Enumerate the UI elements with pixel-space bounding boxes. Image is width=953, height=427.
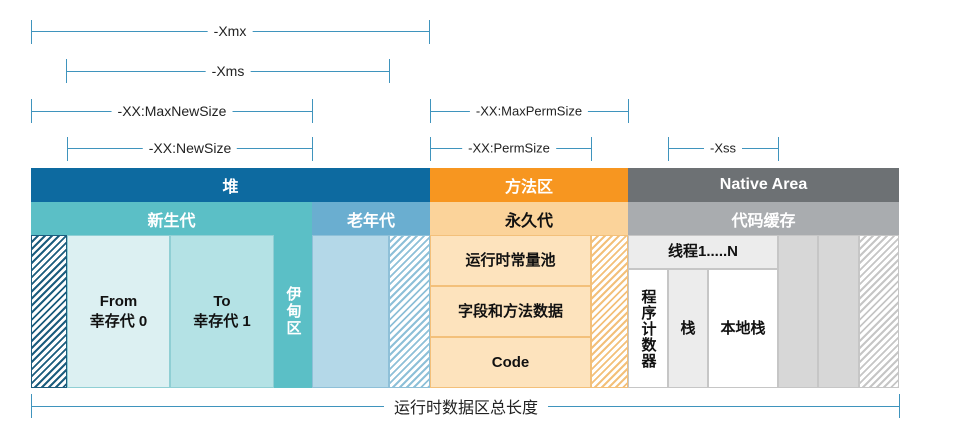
young-gen-header: 新生代 bbox=[31, 202, 312, 235]
max-new-size-tick-left bbox=[31, 99, 32, 123]
native-area-header: Native Area bbox=[628, 168, 899, 202]
old-gen-space bbox=[312, 235, 389, 388]
perm-size-tick-left bbox=[430, 137, 431, 161]
code-cache-block-2 bbox=[818, 235, 859, 388]
xms-tick-right bbox=[389, 59, 390, 83]
xms-tick-left bbox=[66, 59, 67, 83]
total-length-tick-left bbox=[31, 394, 32, 418]
old-gen-header: 老年代 bbox=[312, 202, 430, 235]
perm-gen-header: 永久代 bbox=[430, 202, 628, 235]
xmx-tick-right bbox=[429, 20, 430, 44]
total-length-tick-right bbox=[899, 394, 900, 418]
perm-size-label: -XX:PermSize bbox=[462, 140, 556, 156]
native-reserved-area bbox=[859, 235, 899, 388]
from-survivor-space: From 幸存代 0 bbox=[67, 235, 170, 388]
xms-label: -Xms bbox=[205, 63, 251, 79]
code-cache-block-1 bbox=[778, 235, 818, 388]
native-stack: 本地栈 bbox=[708, 269, 778, 388]
eden-space: 伊甸区 bbox=[274, 235, 312, 388]
new-size-label: -XX:NewSize bbox=[142, 140, 238, 156]
xss-label: -Xss bbox=[704, 140, 742, 156]
to-sublabel: 幸存代 1 bbox=[193, 312, 251, 330]
max-perm-size-label: -XX:MaxPermSize bbox=[469, 103, 589, 119]
max-perm-size-tick-right bbox=[628, 99, 629, 123]
java-stack: 栈 bbox=[668, 269, 708, 388]
xmx-label: -Xmx bbox=[207, 23, 253, 39]
xss-tick-right bbox=[778, 137, 779, 161]
thread-header: 线程1.....N bbox=[628, 235, 778, 269]
from-sublabel: 幸存代 0 bbox=[89, 312, 148, 330]
xmx-tick-left bbox=[31, 20, 32, 44]
method-area-header: 方法区 bbox=[430, 168, 628, 202]
max-perm-size-tick-left bbox=[430, 99, 431, 123]
code-cache-header: 代码缓存 bbox=[628, 202, 899, 235]
new-size-tick-left bbox=[67, 137, 68, 161]
from-label: From bbox=[99, 292, 138, 310]
young-gen-reserved-area bbox=[31, 235, 67, 388]
to-survivor-space: To 幸存代 1 bbox=[170, 235, 274, 388]
heap-header: 堆 bbox=[31, 168, 430, 202]
xss-tick-left bbox=[668, 137, 669, 161]
new-size-tick-right bbox=[312, 137, 313, 161]
old-gen-reserved-area bbox=[389, 235, 430, 388]
runtime-constant-pool: 运行时常量池 bbox=[430, 235, 591, 286]
to-label: To bbox=[213, 292, 231, 310]
max-new-size-tick-right bbox=[312, 99, 313, 123]
perm-gen-reserved-area bbox=[591, 235, 628, 388]
fields-and-methods-data: 字段和方法数据 bbox=[430, 286, 591, 337]
total-length-label: 运行时数据区总长度 bbox=[383, 394, 549, 418]
code-area: Code bbox=[430, 337, 591, 388]
perm-size-tick-right bbox=[591, 137, 592, 161]
max-new-size-label: -XX:MaxNewSize bbox=[111, 103, 233, 119]
program-counter: 程序计数器 bbox=[628, 269, 668, 388]
